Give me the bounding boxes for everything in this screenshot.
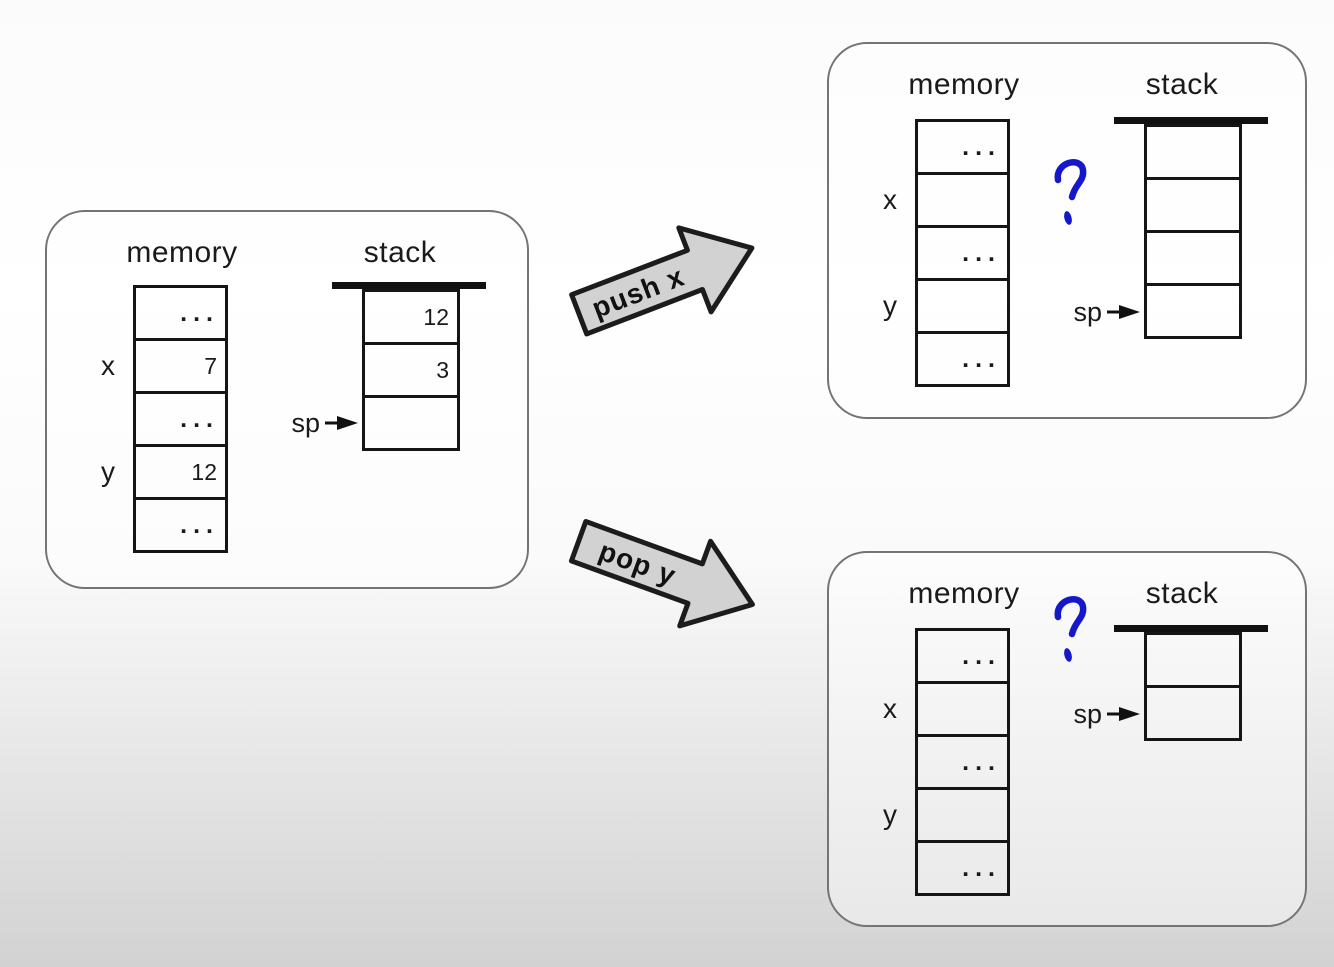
stack-cell [1147, 180, 1239, 233]
memory-cell-y [918, 790, 1007, 843]
stack-column-title: stack [1145, 68, 1219, 101]
memory-cell-ellipsis: ... [180, 510, 219, 539]
memory-cell-y: 12 [136, 447, 225, 500]
memory-cell-x [918, 175, 1007, 228]
memory-cell-x: 7 [136, 341, 225, 394]
stack-cell [1147, 635, 1239, 688]
stack-cell: 12 [365, 292, 457, 345]
stack-cell [365, 398, 457, 448]
stack-top-bar [1114, 625, 1268, 632]
question-mark-annotation: ? [1051, 156, 1091, 241]
stack-column-title: stack [363, 236, 437, 269]
stack-table: 12 3 [362, 289, 460, 451]
memory-row-label-x: x [883, 184, 897, 215]
panel-initial-state: memory stack x y ... 7 ... 12 ... 12 3 s… [45, 210, 529, 589]
memory-row-label-y: y [883, 290, 897, 321]
stack-top-bar [332, 282, 486, 289]
memory-row-label-y: y [101, 456, 115, 487]
stack-column-title: stack [1145, 577, 1219, 610]
memory-table: ... 7 ... 12 ... [133, 285, 228, 553]
memory-column-title: memory [908, 577, 1020, 610]
stack-table [1144, 632, 1242, 741]
memory-cell-ellipsis: ... [918, 631, 1007, 684]
question-mark-annotation: ? [1051, 593, 1091, 678]
memory-cell-ellipsis: ... [962, 853, 1001, 882]
sp-label: sp [1073, 297, 1102, 327]
pop-arrow: pop y [568, 518, 755, 629]
memory-row-label-x: x [101, 350, 115, 381]
stack-top-bar [1114, 117, 1268, 124]
stack-cell [1147, 286, 1239, 336]
stack-table [1144, 124, 1242, 339]
memory-row-label-x: x [883, 693, 897, 724]
memory-column-title: memory [908, 68, 1020, 101]
sp-arrow-icon [1107, 707, 1140, 721]
memory-table: ... ... ... [915, 628, 1010, 896]
memory-cell-ellipsis: ... [918, 737, 1007, 790]
stack-cell [1147, 233, 1239, 286]
memory-cell-y [918, 281, 1007, 334]
stack-pointer: sp [1059, 699, 1141, 729]
sp-arrow-icon [1107, 305, 1140, 319]
memory-cell-ellipsis: ... [136, 394, 225, 447]
push-arrow: push x [569, 225, 755, 337]
memory-table: ... ... ... [915, 119, 1010, 387]
stack-cell: 3 [365, 345, 457, 398]
memory-column-title: memory [126, 236, 238, 269]
stack-cell [1147, 127, 1239, 180]
sp-label: sp [291, 408, 320, 438]
stack-pointer: sp [1059, 297, 1141, 327]
memory-cell-ellipsis: ... [962, 344, 1001, 373]
memory-cell-x [918, 684, 1007, 737]
panel-after-pop: memory stack x y ... ... ... ? sp [827, 551, 1307, 927]
stack-cell [1147, 688, 1239, 738]
sp-label: sp [1073, 699, 1102, 729]
memory-cell-ellipsis: ... [918, 228, 1007, 281]
memory-cell-ellipsis: ... [918, 122, 1007, 175]
stack-pointer: sp [277, 408, 359, 438]
memory-row-label-y: y [883, 799, 897, 830]
memory-cell-ellipsis: ... [136, 288, 225, 341]
sp-arrow-icon [325, 416, 358, 430]
panel-after-push: memory stack x y ... ... ... ? sp [827, 42, 1307, 419]
